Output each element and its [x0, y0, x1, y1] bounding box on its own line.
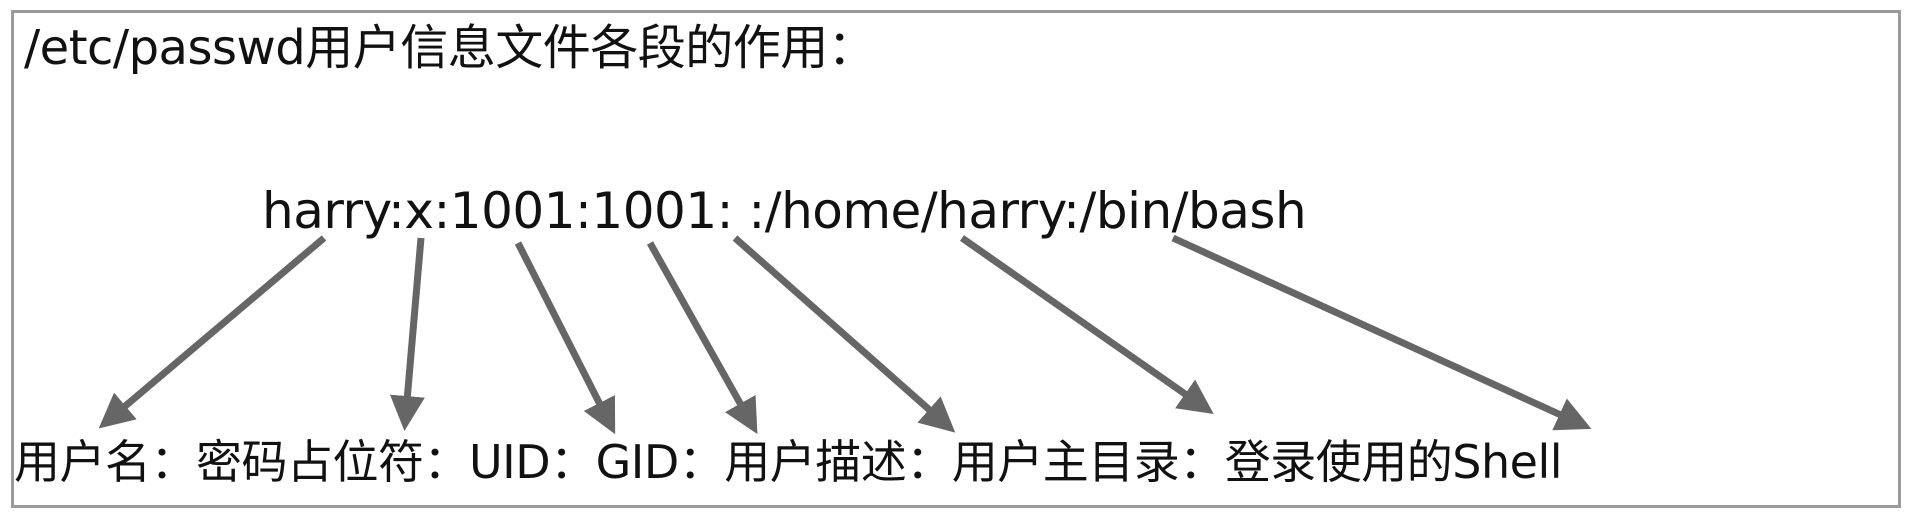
arrow-password-placeholder — [389, 237, 425, 431]
arrow-user-description — [732, 235, 956, 433]
diagram-title: /etc/passwd用户信息文件各段的作用： — [24, 20, 876, 76]
arrow-gid — [646, 241, 758, 435]
arrow-username — [98, 235, 327, 429]
arrow-uid — [514, 241, 616, 435]
passwd-record-line: harry:x:1001:1001: :/home/harry:/bin/bas… — [262, 182, 1307, 240]
field-meaning-line: 用户名：密码占位符：UID：GID：用户描述：用户主目录：登录使用的Shell — [14, 435, 1563, 489]
arrow-home-directory — [959, 235, 1214, 415]
arrow-login-shell — [1171, 234, 1592, 431]
